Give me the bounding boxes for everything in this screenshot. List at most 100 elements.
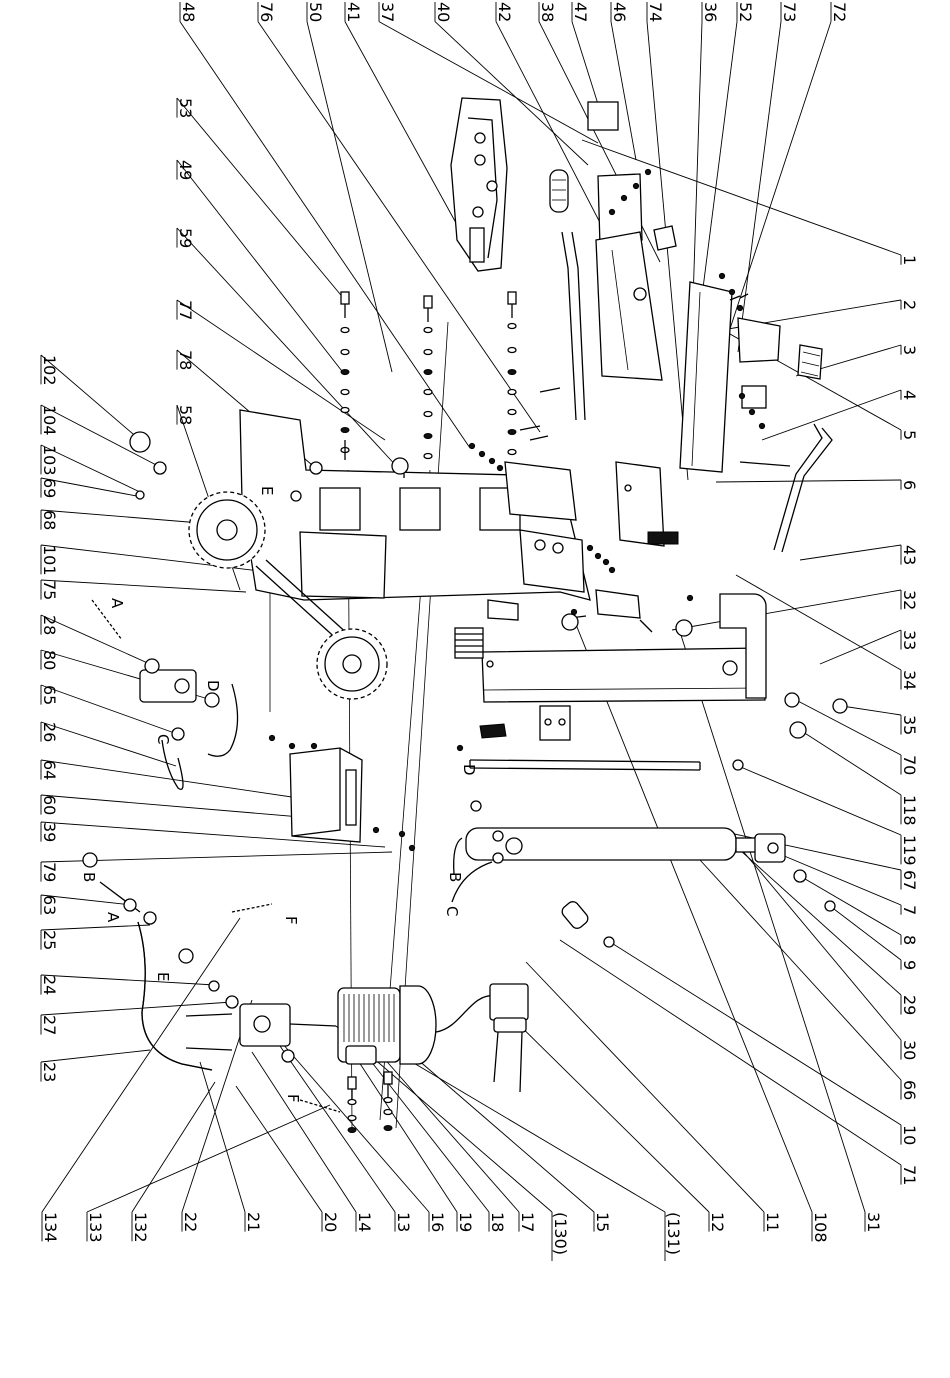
connection-letter: C	[154, 734, 172, 744]
washer	[508, 348, 516, 353]
fastener-dot	[469, 443, 474, 448]
fastener-dot	[497, 465, 502, 470]
bolt-head	[384, 1072, 392, 1084]
connection-letter: B	[80, 872, 98, 882]
fastener-dot	[457, 745, 462, 750]
part-label-119: 119	[900, 835, 919, 866]
connection-letter: E	[154, 972, 172, 981]
bolt-head	[341, 292, 349, 304]
part-label-133: 133	[86, 1212, 105, 1243]
part-label-103: 103	[40, 445, 59, 476]
piston-rod	[736, 838, 756, 852]
part-label-70: 70	[900, 755, 919, 775]
frame-hole	[553, 543, 563, 553]
part-label-77: 77	[176, 300, 195, 320]
washer	[471, 801, 481, 811]
plate-hole	[559, 719, 565, 725]
part-label-72: 72	[830, 2, 849, 22]
part-label-10: 10	[900, 1125, 919, 1145]
part-label-38: 38	[538, 2, 557, 22]
part-label-68: 68	[40, 510, 59, 530]
fastener-dot	[737, 305, 742, 310]
guard-tab	[654, 226, 676, 250]
part-label-19: 19	[456, 1212, 475, 1232]
washer	[424, 350, 432, 355]
rod-end-hole	[768, 843, 778, 853]
frame-hole	[535, 540, 545, 550]
top-plate	[588, 102, 618, 130]
bushing	[562, 614, 578, 630]
connection-letter: B	[446, 872, 464, 882]
washer	[508, 324, 516, 329]
washer	[424, 412, 432, 417]
part-label-4: 4	[900, 390, 919, 400]
fastener-dot	[269, 735, 274, 740]
cap	[130, 432, 150, 452]
part-label-102: 102	[40, 355, 59, 386]
part-label-118: 118	[900, 795, 919, 826]
connection-letter: D	[204, 680, 222, 692]
part-label-59: 59	[176, 228, 195, 248]
fitting	[493, 831, 503, 841]
bushing	[785, 693, 799, 707]
part-label-7: 7	[900, 905, 919, 915]
part-label-104: 104	[40, 405, 59, 436]
part-label-24: 24	[40, 975, 59, 995]
part-label-16: 16	[428, 1212, 447, 1232]
part-label-12: 12	[708, 1212, 727, 1232]
part-label-5: 5	[900, 430, 919, 440]
grille	[648, 532, 678, 544]
part-label-20: 20	[321, 1212, 340, 1232]
washer	[341, 408, 349, 413]
part-label-32: 32	[900, 590, 919, 610]
bolt-head	[424, 296, 432, 308]
part-label-1: 1	[900, 255, 919, 265]
washer	[508, 370, 516, 375]
part-label-79: 79	[40, 862, 59, 882]
part-label-53: 53	[176, 98, 195, 118]
washer	[424, 370, 432, 375]
connection-letter: D	[460, 764, 478, 776]
part-label-22: 22	[181, 1212, 200, 1232]
fastener-dot	[749, 409, 754, 414]
cap	[83, 853, 97, 867]
part-label-42: 42	[495, 2, 514, 22]
fastener-dot	[739, 393, 744, 398]
fastener-dot	[609, 567, 614, 572]
part-label-48: 48	[179, 2, 198, 22]
fastener-dot	[729, 289, 734, 294]
washer	[424, 434, 432, 439]
part-label-35: 35	[900, 715, 919, 735]
washer	[733, 760, 743, 770]
bushing	[392, 458, 408, 474]
washer	[384, 1098, 392, 1103]
end-plate	[505, 462, 576, 520]
dark-pad	[480, 724, 506, 738]
washer	[341, 350, 349, 355]
part-label-9: 9	[900, 960, 919, 970]
part-label-52: 52	[736, 2, 755, 22]
part-label-46: 46	[610, 2, 629, 22]
connection-letter: C	[443, 906, 461, 916]
plate-hole	[625, 485, 631, 491]
fitting	[172, 728, 184, 740]
hub	[343, 655, 361, 673]
part-label-65: 65	[40, 685, 59, 705]
part-label-69: 69	[40, 478, 59, 498]
part-label-11: 11	[763, 1212, 782, 1232]
terminal-box	[346, 1046, 376, 1064]
part-label-27: 27	[40, 1015, 59, 1035]
part-label-132: 132	[131, 1212, 150, 1243]
part-label-80: 80	[40, 650, 59, 670]
washer	[341, 328, 349, 333]
fitting	[493, 853, 503, 863]
part-label-14: 14	[355, 1212, 374, 1232]
part-label-50: 50	[306, 2, 325, 22]
fastener-dot	[719, 273, 724, 278]
frame-block	[400, 488, 440, 530]
nut	[136, 491, 144, 499]
fastener-dot	[609, 209, 614, 214]
table-hole	[487, 181, 497, 191]
table-hole	[475, 133, 485, 143]
fastener-dot	[373, 827, 378, 832]
